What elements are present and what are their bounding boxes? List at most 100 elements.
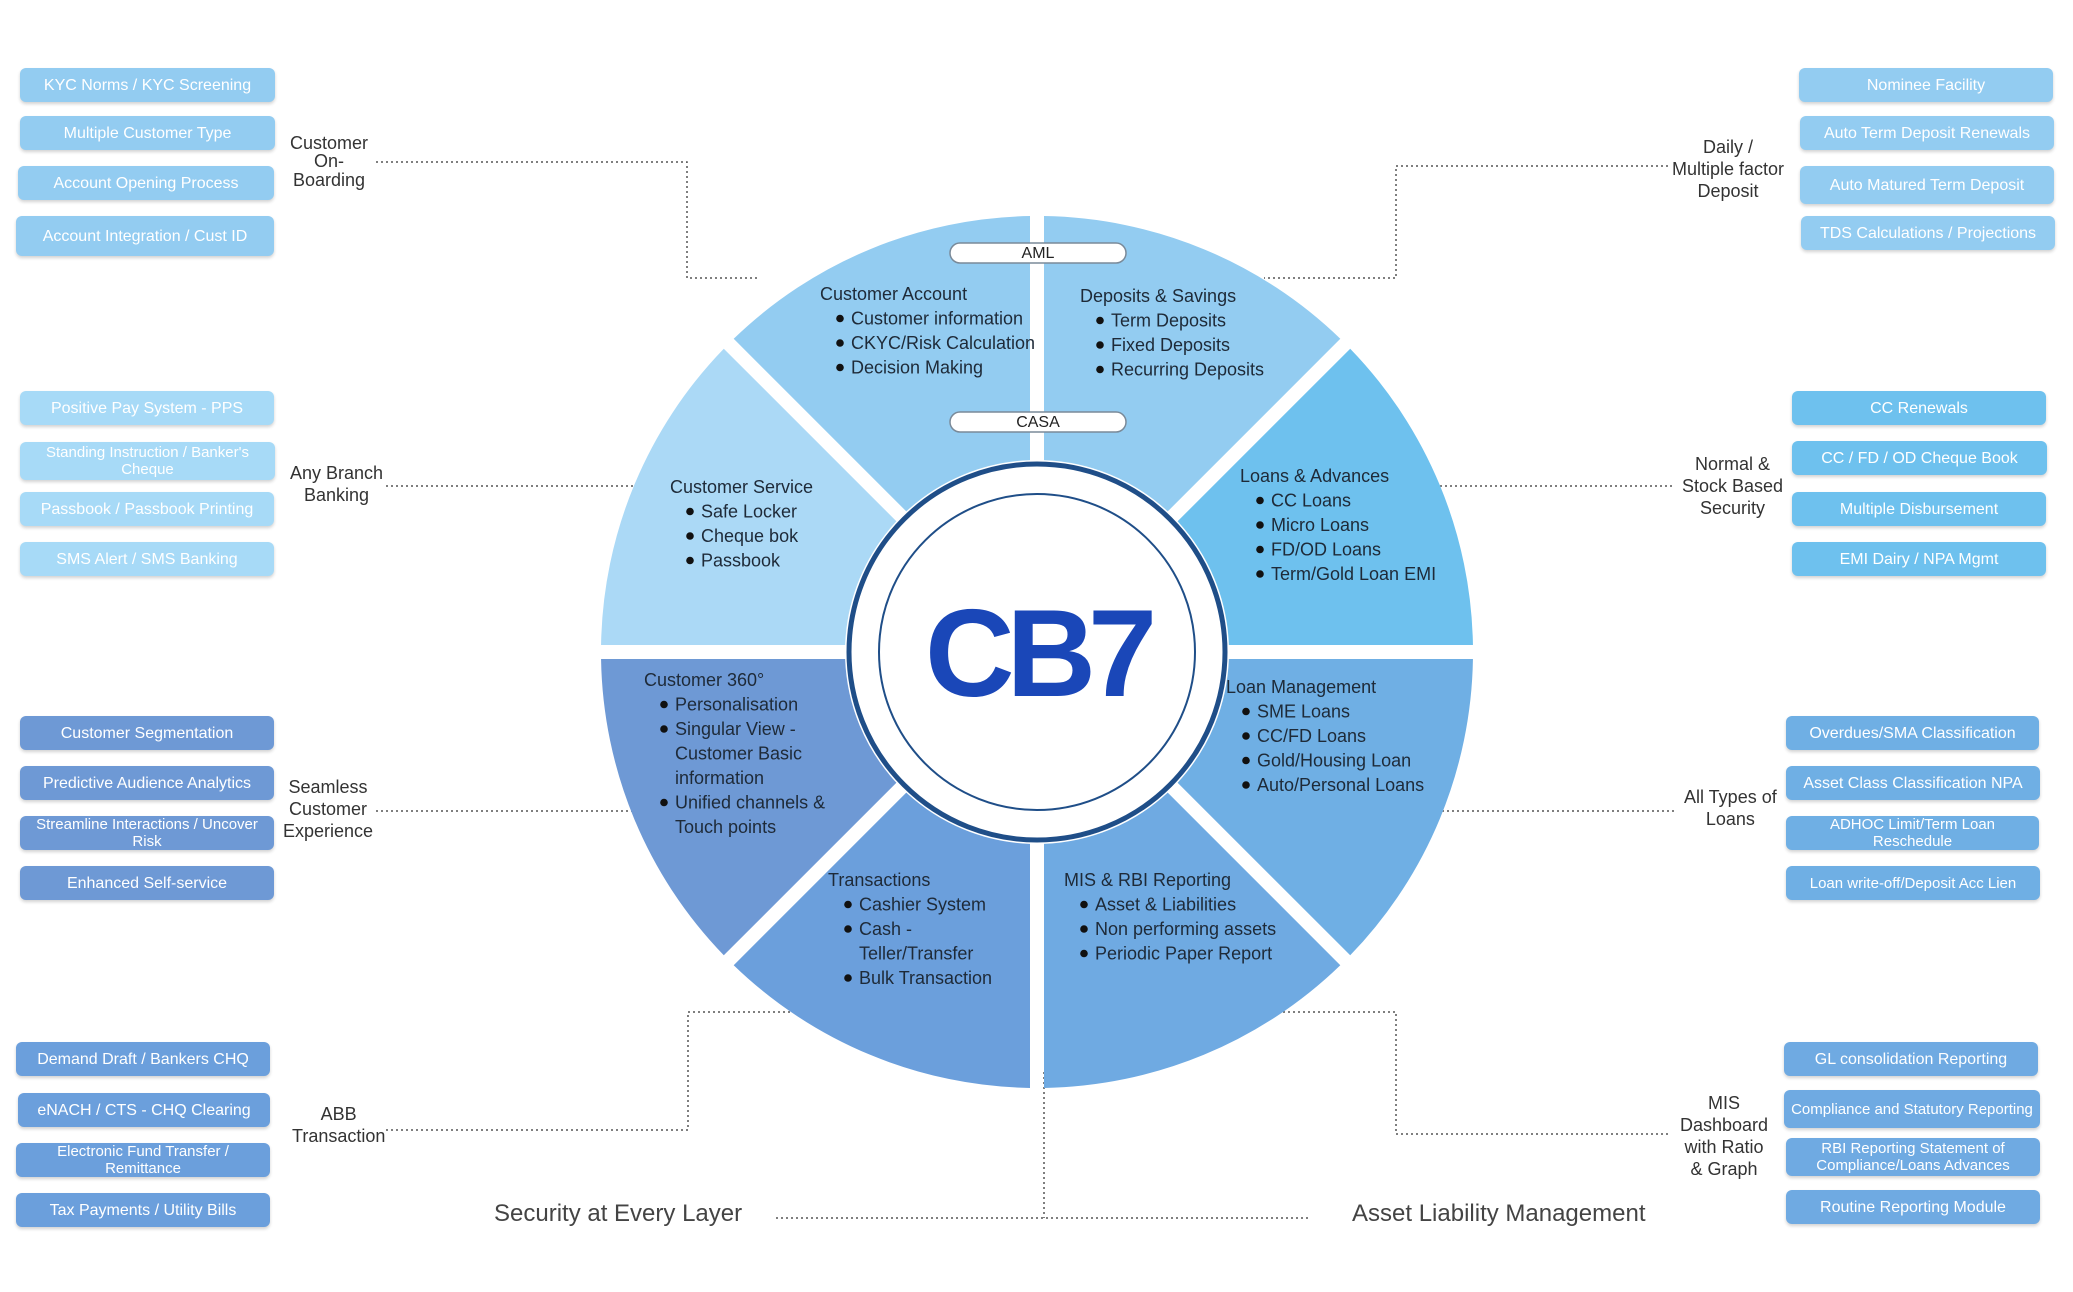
segment-item: Cashier System	[859, 895, 986, 915]
segment-item: Personalisation	[675, 695, 798, 715]
mis-dashboard-pill: RBI Reporting Statement of Compliance/Lo…	[1786, 1138, 2040, 1176]
security-pill: CC / FD / OD Cheque Book	[1792, 441, 2047, 475]
bullet-dot	[844, 900, 852, 909]
bullet-dot	[1242, 756, 1250, 765]
bullet-dot	[1080, 900, 1088, 909]
connector-line	[386, 1011, 798, 1131]
segment-item: Micro Loans	[1271, 515, 1369, 535]
bullet-dot	[686, 507, 694, 516]
mis-dashboard-pill: GL consolidation Reporting	[1784, 1042, 2038, 1076]
any-branch-pill: Positive Pay System - PPS	[20, 391, 274, 425]
bullet-dot	[844, 925, 852, 933]
segment-item: Term Deposits	[1111, 311, 1226, 331]
segment-title-mis-rbi: MIS & RBI Reporting	[1064, 870, 1231, 890]
svg-text:AML: AML	[1022, 245, 1055, 262]
security-pill: Multiple Disbursement	[1792, 492, 2046, 526]
deposit-pill: Auto Matured Term Deposit	[1800, 166, 2054, 204]
security-pill: EMI Dairy / NPA Mgmt	[1792, 542, 2046, 576]
segment-item: Periodic Paper Report	[1095, 944, 1272, 964]
connector-lines	[376, 161, 1674, 1219]
segment-title-customer-account: Customer Account	[820, 284, 967, 304]
bullet-dot	[1242, 732, 1250, 740]
bullet-dot	[1080, 949, 1088, 958]
onboarding-pill: Account Integration / Cust ID	[16, 216, 274, 256]
seamless-pill: Streamline Interactions / Uncover Risk	[20, 816, 274, 850]
bullet-dot	[1096, 365, 1104, 374]
segment-title-loan-management: Loan Management	[1226, 677, 1376, 697]
bullet-dot	[836, 339, 844, 347]
segment-loan-management	[1177, 659, 1473, 956]
segment-mis-rbi	[1044, 792, 1341, 1088]
bullet-dot	[660, 725, 668, 733]
segment-item: Auto/Personal Loans	[1257, 775, 1424, 795]
segment-item: information	[675, 768, 764, 788]
segment-item: Cheque bok	[701, 526, 799, 546]
segment-item: CC/FD Loans	[1257, 726, 1366, 746]
abb-pill: Electronic Fund Transfer / Remittance	[16, 1143, 270, 1177]
segment-item: Non performing assets	[1095, 919, 1276, 939]
all-loans-pill: Overdues/SMA Classification	[1786, 716, 2039, 750]
segment-transactions	[733, 792, 1030, 1088]
bullet-dot	[686, 556, 694, 565]
segment-item: Safe Locker	[701, 502, 797, 522]
segment-deposits-savings	[1044, 216, 1341, 512]
segment-item: Bulk Transaction	[859, 968, 992, 988]
casa-tag: CASA	[949, 411, 1127, 433]
segment-customer-service	[601, 348, 897, 645]
hub-inner-ring	[878, 493, 1196, 811]
bullet-dot	[1096, 341, 1104, 349]
bullet-dot	[1256, 521, 1264, 529]
bullet-dot	[844, 974, 852, 982]
bullet-dot	[660, 798, 668, 807]
segment-item: SME Loans	[1257, 702, 1350, 722]
svg-text:CASA: CASA	[1016, 414, 1060, 431]
segment-item: Passbook	[701, 551, 781, 571]
segment-item: Unified channels &	[675, 793, 825, 813]
segment-item: FD/OD Loans	[1271, 540, 1381, 560]
security-pill: CC Renewals	[1792, 391, 2046, 425]
segment-item: Gold/Housing Loan	[1257, 751, 1411, 771]
segment-customer-account	[733, 216, 1030, 512]
connector-line	[376, 161, 760, 279]
segment-item: Fixed Deposits	[1111, 335, 1230, 355]
aml-tag: AML	[949, 242, 1127, 264]
bullet-dot	[1256, 545, 1264, 554]
segment-title-transactions: Transactions	[828, 870, 930, 890]
seamless-pill: Customer Segmentation	[20, 716, 274, 750]
segment-item: Teller/Transfer	[859, 944, 973, 964]
connector-line	[1280, 1011, 1668, 1135]
deposit-pill: Nominee Facility	[1799, 68, 2053, 102]
bullet-dot	[660, 700, 668, 709]
onboarding-pill: KYC Norms / KYC Screening	[20, 68, 275, 102]
all-loans-pill: Loan write-off/Deposit Acc Lien	[1786, 866, 2040, 900]
abb-pill: eNACH / CTS - CHQ Clearing	[18, 1093, 270, 1127]
seamless-pill: Enhanced Self-service	[20, 866, 274, 900]
any-branch-pill: Standing Instruction / Banker's Cheque	[20, 442, 275, 480]
bullet-dot	[686, 532, 694, 540]
bullet-dot	[1080, 925, 1088, 933]
segment-item: Decision Making	[851, 358, 983, 378]
all-loans-pill: ADHOC Limit/Term Loan Reschedule	[1786, 816, 2039, 850]
mis-dashboard-pill: Compliance and Statutory Reporting	[1784, 1090, 2040, 1128]
segment-title-customer-360: Customer 360°	[644, 670, 764, 690]
bullet-dot	[1242, 781, 1250, 789]
segment-item: CC Loans	[1271, 491, 1351, 511]
segment-item: Term/Gold Loan EMI	[1271, 564, 1436, 584]
segment-item: Customer Basic	[675, 744, 802, 764]
segment-item: Recurring Deposits	[1111, 360, 1264, 380]
bullet-dot	[836, 314, 844, 323]
segment-item: CKYC/Risk Calculation	[851, 333, 1035, 353]
segment-title-deposits-savings: Deposits & Savings	[1080, 286, 1236, 306]
segment-item: Singular View -	[675, 719, 796, 739]
bullet-dot	[1256, 570, 1264, 578]
connector-line	[1264, 165, 1668, 279]
